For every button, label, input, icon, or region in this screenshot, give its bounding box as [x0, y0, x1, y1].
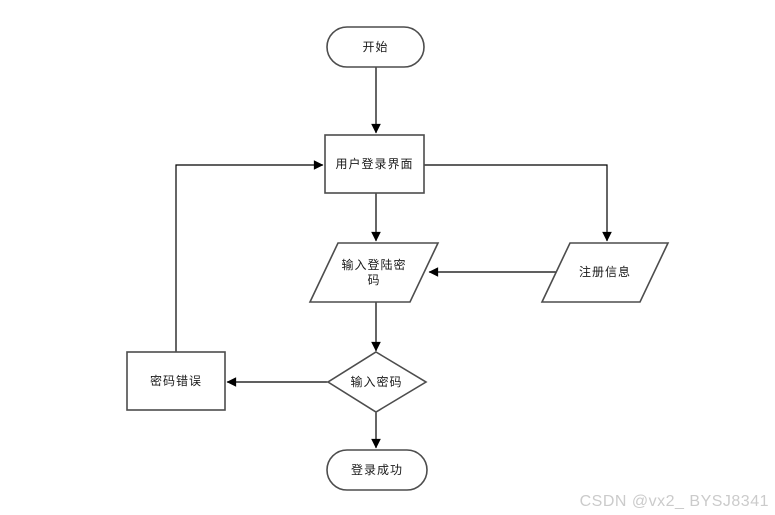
node-enter-login-password-shape — [308, 242, 440, 303]
node-start-shape — [326, 26, 425, 68]
csdn-watermark: CSDN @vx2_ BYSJ8341 — [579, 493, 769, 510]
node-login-success-shape — [326, 449, 428, 491]
node-verify-password-shape — [326, 351, 428, 413]
node-login-ui-shape — [324, 134, 425, 194]
node-register-info-shape — [540, 242, 670, 303]
edge-error-to-login — [175, 160, 324, 352]
edge-login-to-register — [424, 164, 612, 242]
node-password-error-shape — [126, 351, 226, 411]
